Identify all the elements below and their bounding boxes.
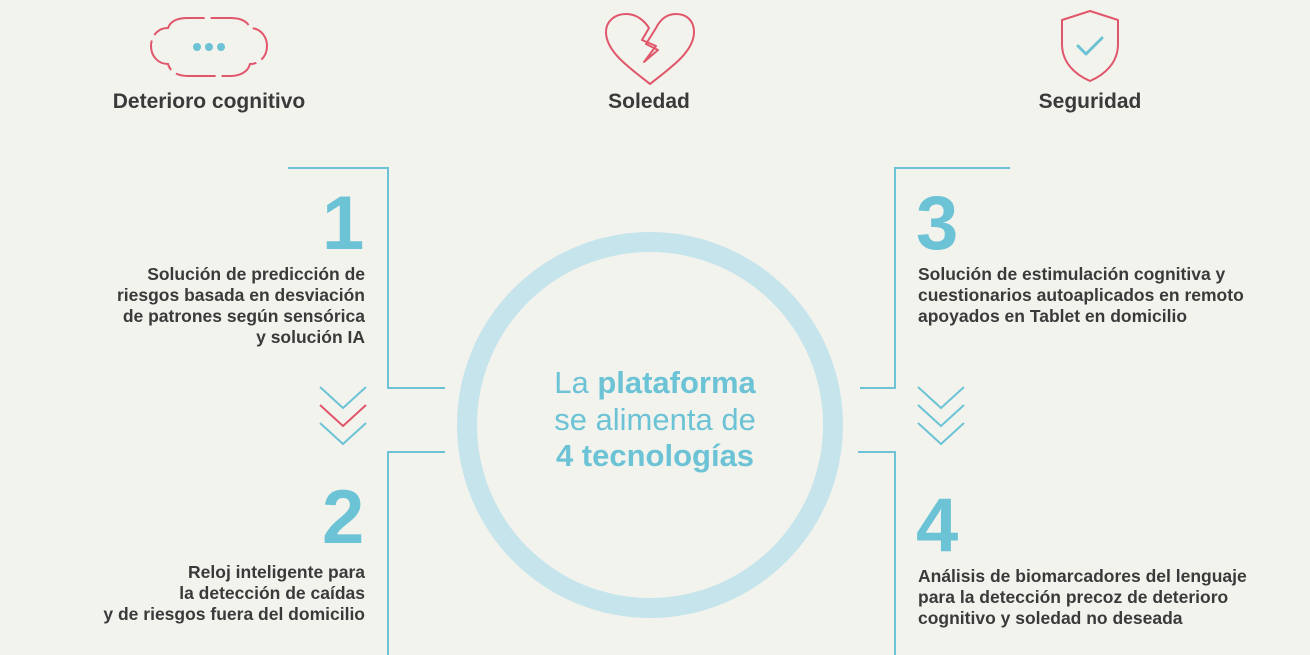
- tech-description-4: Análisis de biomarcadores del lenguaje p…: [918, 566, 1247, 628]
- shield-check-icon: [1058, 8, 1122, 84]
- tech-number-2: 2: [322, 475, 365, 560]
- connector-1: [288, 167, 445, 389]
- broken-heart-icon: [600, 10, 700, 88]
- tech-number-3: 3: [916, 181, 959, 266]
- center-highlight: plataforma: [597, 365, 756, 400]
- center-line-3: 4 tecnologías: [555, 438, 755, 474]
- connector-3: [860, 167, 1010, 389]
- category-label-seguridad: Seguridad: [1038, 90, 1142, 113]
- tech-description-2: Reloj inteligente para la detección de c…: [103, 562, 365, 624]
- category-label-deterioro: Deterioro cognitivo: [112, 90, 306, 113]
- category-label-soledad: Soledad: [608, 90, 690, 113]
- chevrons-left-icon: [319, 386, 367, 446]
- connector-2: [387, 451, 445, 655]
- connector-4: [858, 451, 896, 655]
- chat-bubble-icon: [148, 14, 270, 80]
- chevrons-right-icon: [917, 386, 965, 446]
- tech-number-1: 1: [322, 181, 365, 266]
- tech-number-4: 4: [916, 483, 959, 568]
- center-prefix: La: [554, 365, 589, 400]
- center-inner: [477, 252, 823, 598]
- tech-description-1: Solución de predicción de riesgos basada…: [116, 264, 365, 347]
- tech-description-3: Solución de estimulación cognitiva y cue…: [918, 264, 1244, 326]
- center-line-2: se alimenta de: [554, 401, 756, 437]
- center-caption: La plataforma se alimenta de 4 tecnologí…: [505, 365, 805, 475]
